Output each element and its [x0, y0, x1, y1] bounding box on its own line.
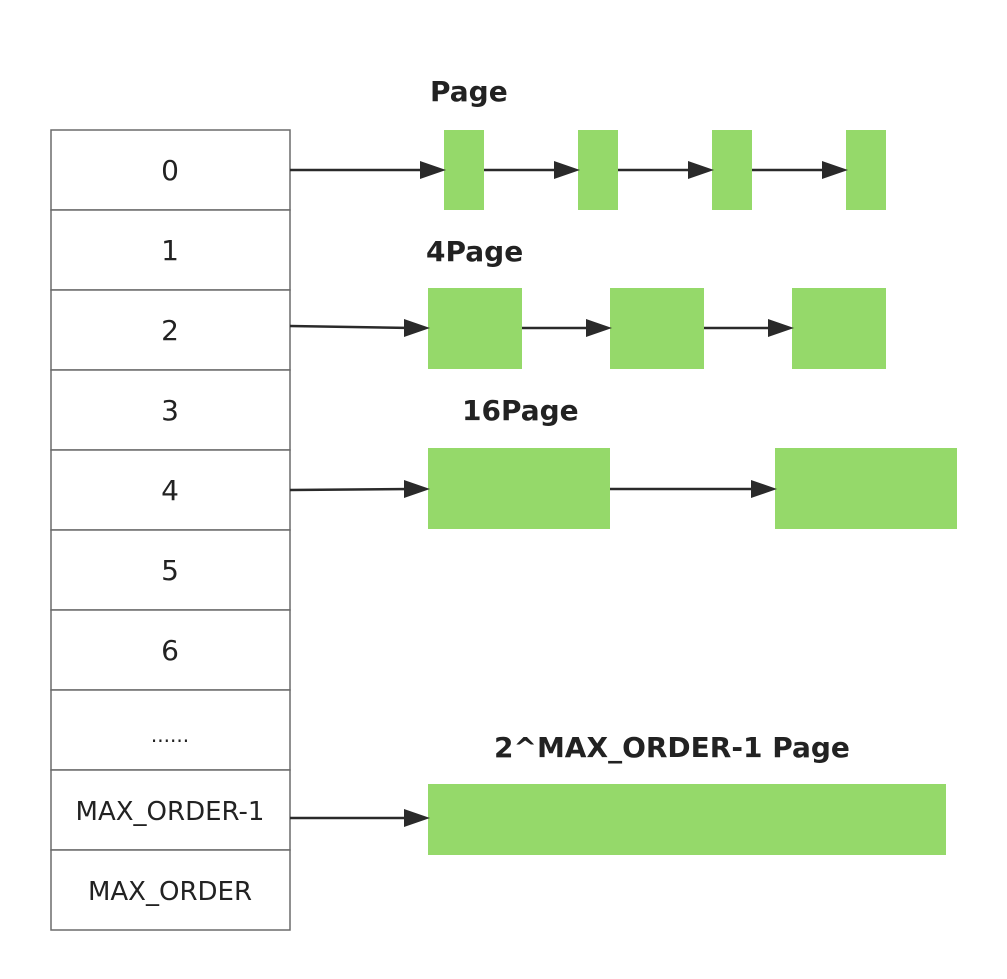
- order-cell-2: 2: [50, 289, 291, 371]
- order-cell-label: 3: [161, 394, 179, 427]
- page-block: [846, 130, 886, 210]
- order-cell-6: 6: [50, 609, 291, 691]
- list-label-4page: 4Page: [426, 235, 523, 268]
- page-list-order-2: 4Page: [289, 235, 886, 369]
- page-block: [712, 130, 752, 210]
- page-block: [428, 448, 610, 529]
- arrow: [290, 809, 430, 827]
- arrow: [289, 480, 430, 498]
- order-cell-label: 5: [161, 554, 179, 587]
- order-cell-max-order-minus-1: MAX_ORDER-1: [50, 769, 291, 851]
- order-cell-ellipsis: ......: [50, 689, 291, 771]
- list-label-max-order-page: 2^MAX_ORDER-1 Page: [494, 731, 850, 764]
- order-cell-1: 1: [50, 209, 291, 291]
- page-block: [578, 130, 618, 210]
- page-block: [428, 288, 522, 369]
- page-block: [792, 288, 886, 369]
- arrow: [484, 161, 580, 179]
- list-label-page: Page: [430, 75, 508, 108]
- arrow: [610, 480, 777, 498]
- page-list-order-0: Page: [290, 75, 886, 210]
- order-cell-label: 0: [161, 154, 179, 187]
- order-cell-label: ......: [151, 723, 189, 747]
- arrow: [290, 161, 446, 179]
- arrow: [522, 319, 612, 337]
- order-cell-4: 4: [50, 449, 291, 531]
- arrow: [289, 319, 430, 337]
- arrow: [704, 319, 794, 337]
- order-cell-label: 1: [161, 234, 179, 267]
- page-list-order-max-minus-1: 2^MAX_ORDER-1 Page: [290, 731, 946, 855]
- order-cell-5: 5: [50, 529, 291, 611]
- arrow: [752, 161, 848, 179]
- free-area-table: 0 1 2 3 4 5 6 ......: [50, 129, 291, 931]
- page-list-order-4: 16Page: [289, 394, 957, 529]
- order-cell-3: 3: [50, 369, 291, 451]
- page-block: [428, 784, 946, 855]
- order-cell-max-order: MAX_ORDER: [50, 849, 291, 931]
- order-cell-label: MAX_ORDER: [88, 877, 252, 907]
- order-cell-label: 6: [161, 634, 179, 667]
- order-cell-label: 2: [161, 314, 179, 347]
- order-cell-0: 0: [50, 129, 291, 211]
- list-label-16page: 16Page: [462, 394, 579, 427]
- page-block: [775, 448, 957, 529]
- arrow: [618, 161, 714, 179]
- order-cell-label: 4: [161, 474, 179, 507]
- page-block: [610, 288, 704, 369]
- order-cell-label: MAX_ORDER-1: [76, 797, 265, 827]
- page-block: [444, 130, 484, 210]
